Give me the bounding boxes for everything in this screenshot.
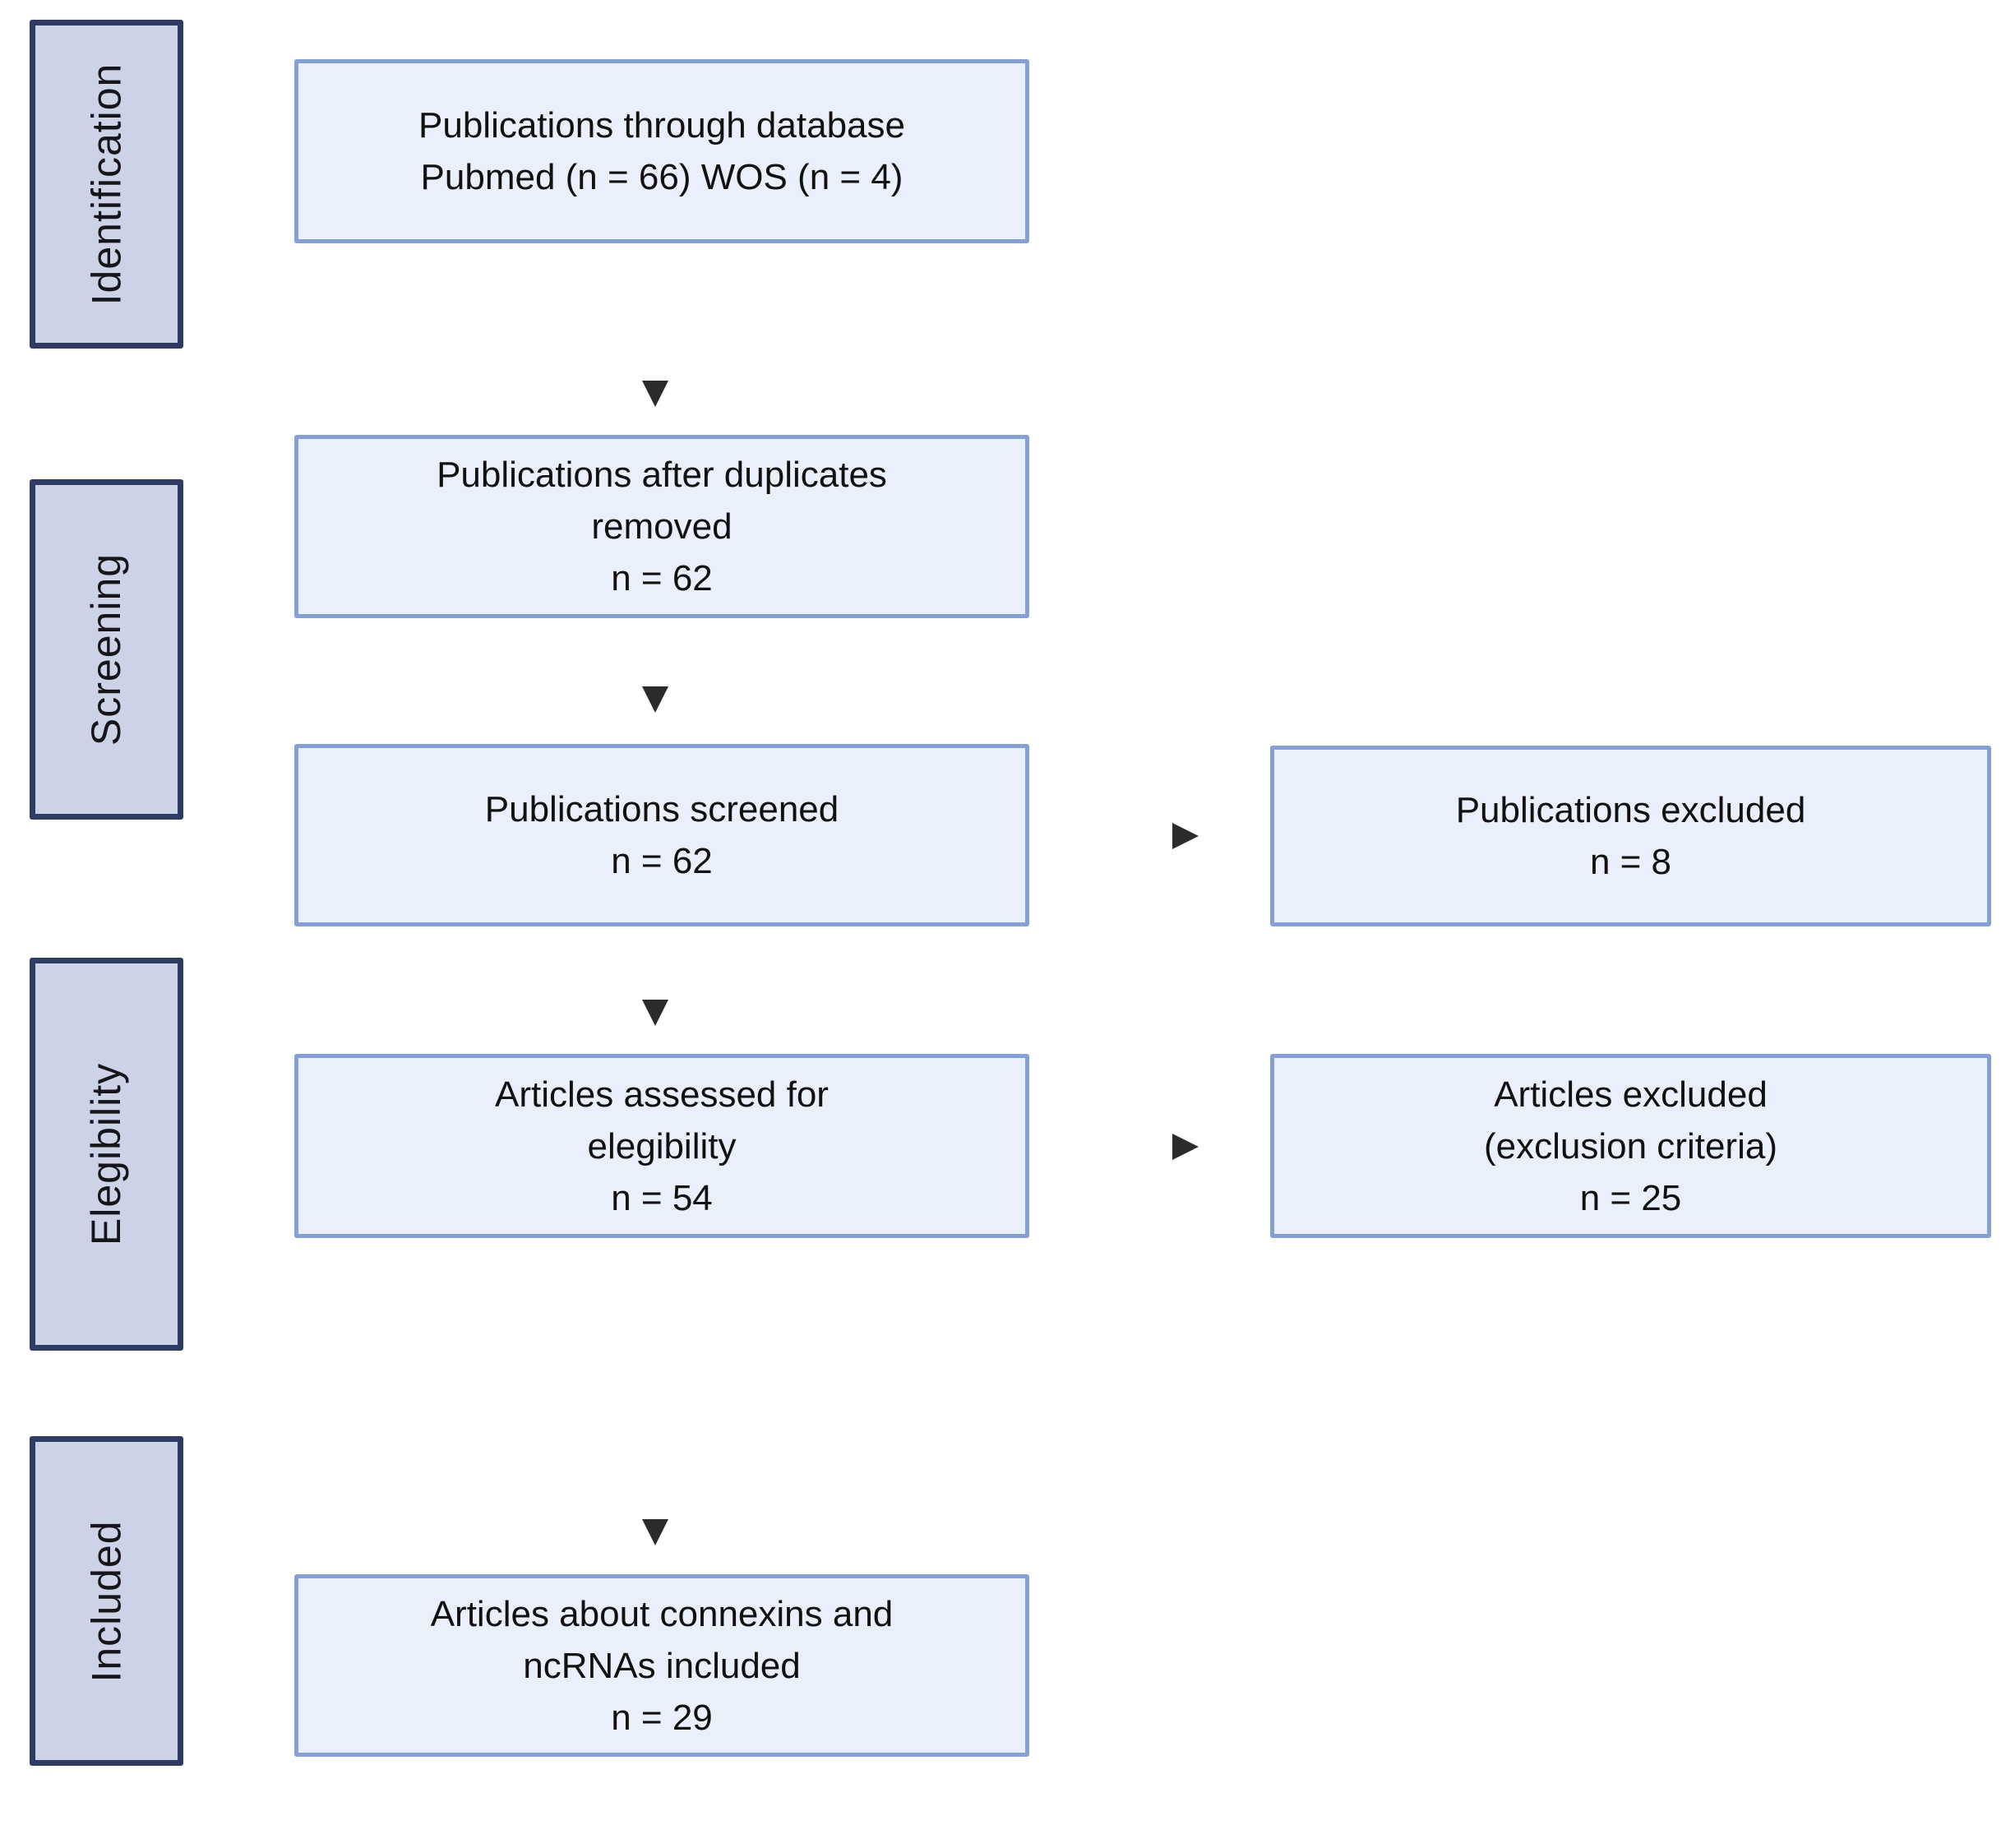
side-box-text: Articles excluded (exclusion criteria) n… [1484,1074,1777,1218]
flow-box-publications-screened: Publications screened n = 62 [294,744,1029,926]
arrow-down-screened-to-assessed-icon [640,963,670,1026]
stage-label-screening: Screening [83,552,130,746]
flow-box-text: Publications after duplicates removed n … [437,455,887,598]
stage-label-included: Included [83,1519,130,1683]
stage-box-screening: Screening [30,479,183,820]
stage-box-elegibility: Elegibility [30,958,183,1351]
flow-box-articles-included: Articles about connexins and ncRNAs incl… [294,1574,1029,1757]
arrow-down-duplicates-to-screened-icon [640,652,670,713]
side-box-articles-excluded: Articles excluded (exclusion criteria) n… [1270,1054,1991,1238]
arrow-down-assessed-to-included-icon [640,1281,670,1545]
flow-box-articles-assessed-for-elegibility: Articles assessed for elegibility n = 54 [294,1054,1029,1238]
arrow-right-screened-to-excluded-icon [1075,821,1199,851]
side-box-publications-excluded: Publications excluded n = 8 [1270,746,1991,926]
stage-label-identification: Identification [83,62,130,306]
flow-box-text: Articles about connexins and ncRNAs incl… [430,1593,894,1738]
side-box-text: Publications excluded n = 8 [1455,790,1806,882]
flow-box-text: Publications through database Pubmed (n … [418,105,905,197]
stage-box-included: Included [30,1436,183,1766]
flow-box-publications-after-duplicates-removed: Publications after duplicates removed n … [294,435,1029,618]
flow-box-text: Articles assessed for elegibility n = 54 [495,1074,829,1218]
flow-box-text: Publications screened n = 62 [484,789,839,881]
flow-box-publications-through-database: Publications through database Pubmed (n … [294,59,1029,243]
stage-box-identification: Identification [30,20,183,349]
arrow-down-identification-to-duplicates-icon [640,274,670,407]
stage-label-elegibility: Elegibility [83,1062,130,1246]
arrow-right-assessed-to-excluded-icon [1075,1132,1199,1162]
